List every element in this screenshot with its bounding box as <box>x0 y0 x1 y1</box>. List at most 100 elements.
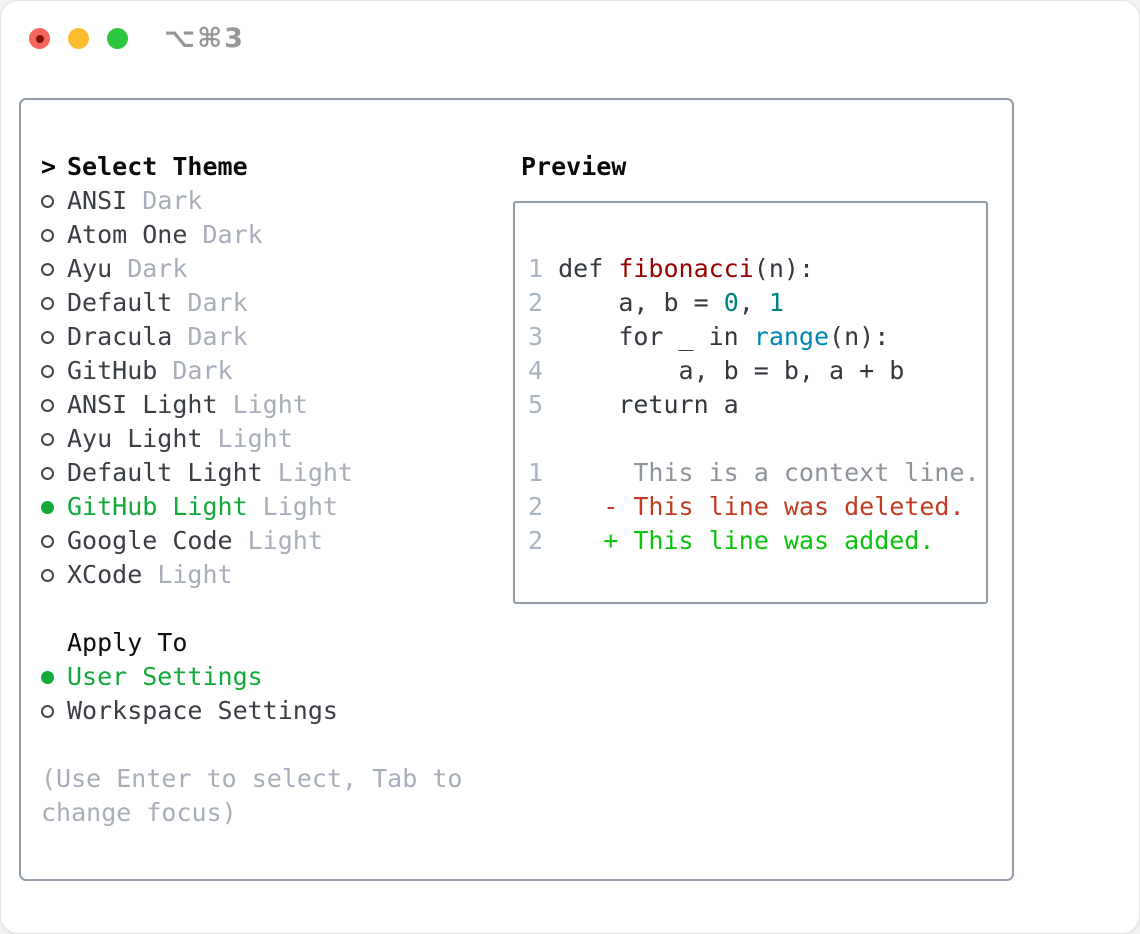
preview-title: Preview <box>521 152 627 181</box>
theme-option-github[interactable]: GitHub Dark <box>41 354 496 388</box>
diff-text: + This line was added. <box>543 526 935 555</box>
diff-text: This is a context line. <box>543 458 980 487</box>
radio-icon <box>41 330 54 344</box>
theme-variant: Dark <box>157 356 233 385</box>
theme-variant: Dark <box>127 186 203 215</box>
line-number: 4 <box>528 356 559 385</box>
code-token: return a <box>558 390 739 419</box>
theme-option-default[interactable]: Default Dark <box>41 286 496 320</box>
code-token: 1 <box>768 288 784 317</box>
hint-line: (Use Enter to select, Tab to <box>41 764 463 793</box>
theme-name: ANSI <box>67 186 128 215</box>
close-dot-icon <box>35 34 44 43</box>
code-token: (n): <box>829 322 890 351</box>
radio-icon <box>41 500 54 514</box>
theme-variant: Light <box>232 526 323 555</box>
code-line: 1 def fibonacci(n): <box>528 252 978 286</box>
line-number: 2 <box>528 492 544 521</box>
apply-option-label: Workspace Settings <box>67 696 338 725</box>
theme-option-ansi-light[interactable]: ANSI Light Light <box>41 388 496 422</box>
radio-icon <box>41 398 54 412</box>
radio-icon <box>41 466 54 480</box>
code-token: a, b = b, a + b <box>558 356 905 385</box>
theme-variant: Light <box>142 560 233 589</box>
code-token: , <box>738 288 769 317</box>
theme-option-ansi[interactable]: ANSI Dark <box>41 184 496 218</box>
code-token: range <box>753 322 830 351</box>
theme-option-google-code[interactable]: Google Code Light <box>41 524 496 558</box>
line-number: 2 <box>528 288 559 317</box>
theme-option-ayu-light[interactable]: Ayu Light Light <box>41 422 496 456</box>
maximize-button[interactable] <box>107 28 128 49</box>
titlebar: ⌥⌘3 <box>1 1 1139 76</box>
theme-option-ayu[interactable]: Ayu Dark <box>41 252 496 286</box>
theme-variant: Dark <box>172 322 248 351</box>
line-number: 2 <box>528 526 544 555</box>
radio-icon <box>41 568 54 582</box>
blank-line <box>528 422 978 456</box>
theme-variant: Dark <box>187 220 263 249</box>
apply-to-header: Apply To <box>41 626 496 660</box>
line-number: 5 <box>528 390 559 419</box>
apply-to-title: Apply To <box>67 628 188 657</box>
theme-name: GitHub <box>67 356 158 385</box>
code-line: 2 a, b = 0, 1 <box>528 286 978 320</box>
code-token: (n): <box>753 254 815 283</box>
theme-option-xcode[interactable]: XCode Light <box>41 558 496 592</box>
theme-variant: Light <box>262 458 353 487</box>
radio-icon <box>41 194 54 208</box>
selection-caret-icon: > <box>41 152 57 181</box>
diff-text: - This line was deleted. <box>543 492 965 521</box>
theme-option-dracula[interactable]: Dracula Dark <box>41 320 496 354</box>
theme-variant: Light <box>217 390 308 419</box>
radio-icon <box>41 704 54 718</box>
theme-name: XCode <box>67 560 143 589</box>
select-theme-title: Select Theme <box>67 152 248 181</box>
theme-variant: Light <box>247 492 338 521</box>
theme-option-github-light[interactable]: GitHub Light Light <box>41 490 496 524</box>
theme-option-atom-one[interactable]: Atom One Dark <box>41 218 496 252</box>
theme-variant: Light <box>202 424 293 453</box>
theme-name: Atom One <box>67 220 188 249</box>
spacer <box>41 728 496 762</box>
code-token: 0 <box>723 288 739 317</box>
radio-icon <box>41 228 54 242</box>
code-token: fibonacci <box>618 254 754 283</box>
theme-variant: Dark <box>112 254 188 283</box>
hint-line: change focus) <box>41 798 237 827</box>
diff-line: 1 This is a context line. <box>528 456 980 490</box>
apply-option-workspace-settings[interactable]: Workspace Settings <box>41 694 496 728</box>
code-line: 5 return a <box>528 388 978 422</box>
radio-icon <box>41 262 54 276</box>
close-button[interactable] <box>29 28 50 49</box>
diff-line: 2 + This line was added. <box>528 524 978 558</box>
hint-text: (Use Enter to select, Tab to change focus… <box>41 762 496 830</box>
radio-icon <box>41 432 54 446</box>
preview-section: Preview 1 def fibonacci(n):2 a, b = 0, 1… <box>503 150 1008 604</box>
theme-option-default-light[interactable]: Default Light Light <box>41 456 496 490</box>
theme-name: Ayu Light <box>67 424 203 453</box>
theme-name: GitHub Light <box>67 492 248 521</box>
spacer <box>41 592 496 626</box>
code-line: 4 a, b = b, a + b <box>528 354 978 388</box>
line-number: 3 <box>528 322 559 351</box>
diff-line: 2 - This line was deleted. <box>528 490 978 524</box>
theme-name: Dracula <box>67 322 173 351</box>
theme-name: ANSI Light <box>67 390 218 419</box>
minimize-button[interactable] <box>68 28 89 49</box>
theme-variant: Dark <box>172 288 248 317</box>
radio-icon <box>41 364 54 378</box>
window-title: ⌥⌘3 <box>164 23 245 54</box>
apply-option-user-settings[interactable]: User Settings <box>41 660 496 694</box>
radio-icon <box>41 296 54 310</box>
radio-icon <box>41 534 54 548</box>
code-token: a, b = <box>558 288 724 317</box>
theme-name: Ayu <box>67 254 113 283</box>
